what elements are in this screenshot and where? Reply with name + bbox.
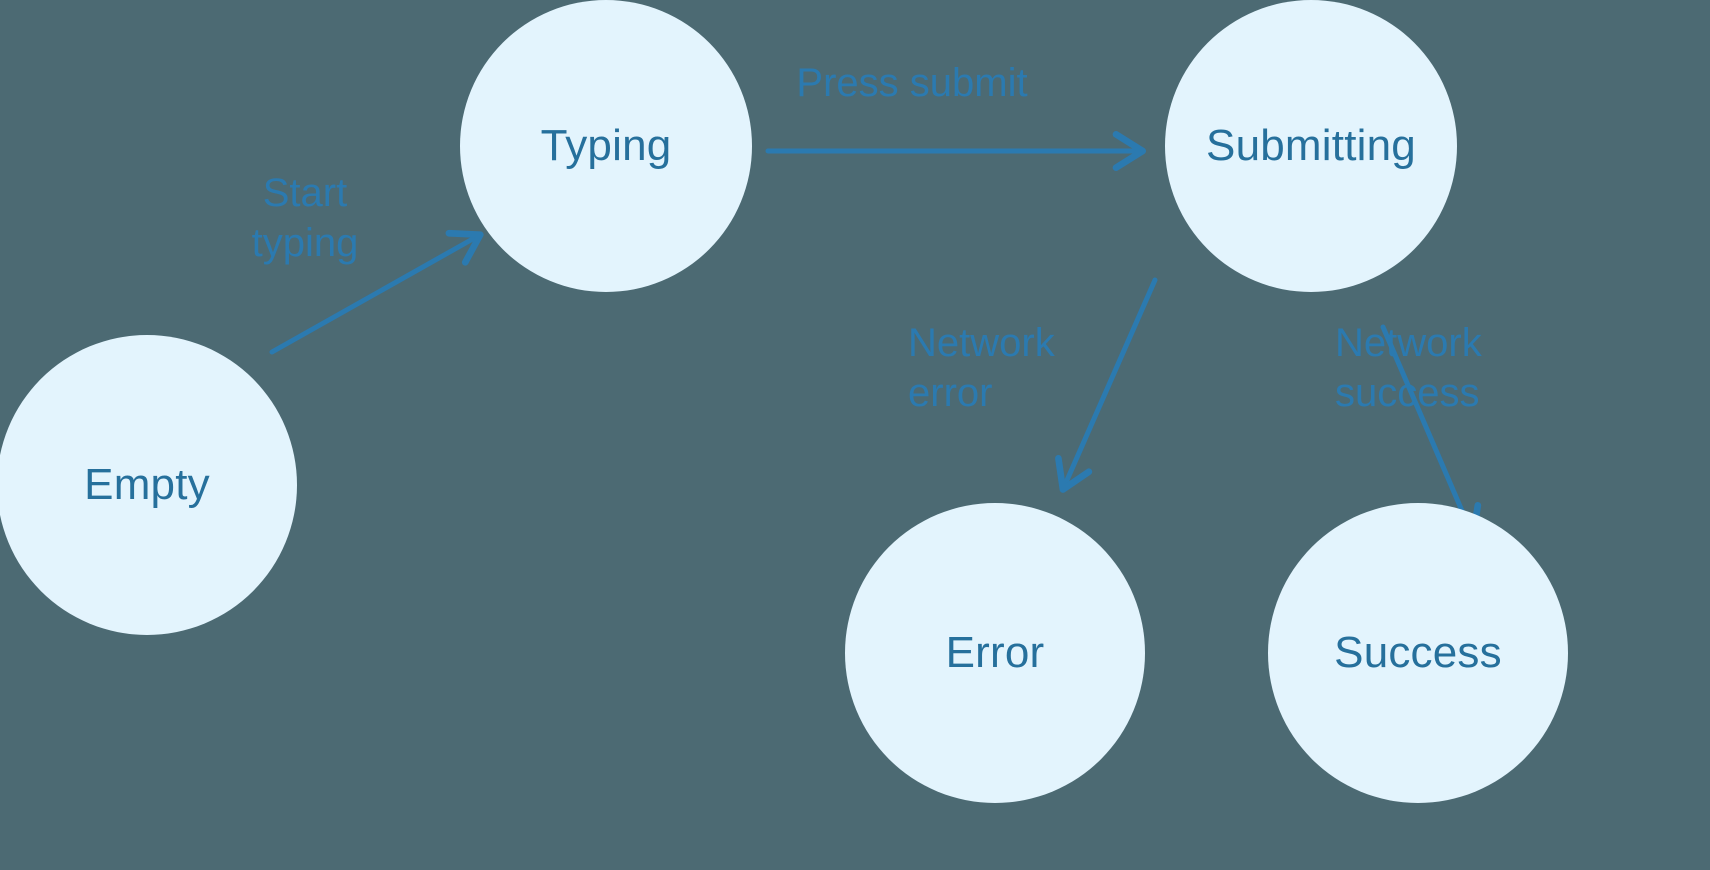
state-node-error-label: Error	[945, 628, 1045, 677]
state-node-error[interactable]: Error	[845, 503, 1145, 803]
state-node-typing-label: Typing	[540, 121, 672, 170]
state-node-submitting-label: Submitting	[1206, 121, 1416, 170]
state-node-empty-label: Empty	[84, 460, 210, 509]
edge-submitting-to-success	[1380, 324, 1482, 540]
state-node-empty[interactable]: Empty	[0, 335, 297, 635]
state-node-submitting[interactable]: Submitting	[1165, 0, 1457, 292]
edge-label-network-success: Network success	[1335, 321, 1482, 415]
edge-label-start-typing: Start typing	[251, 171, 359, 265]
edge-submitting-to-error	[1055, 277, 1158, 493]
state-node-typing[interactable]: Typing	[460, 0, 752, 292]
edge-label-press-submit: Press submit	[796, 61, 1028, 105]
edge-label-network-error: Network error	[908, 321, 1055, 415]
edge-empty-to-typing	[269, 229, 484, 355]
state-node-success-label: Success	[1334, 628, 1502, 677]
state-node-success[interactable]: Success	[1268, 503, 1568, 803]
